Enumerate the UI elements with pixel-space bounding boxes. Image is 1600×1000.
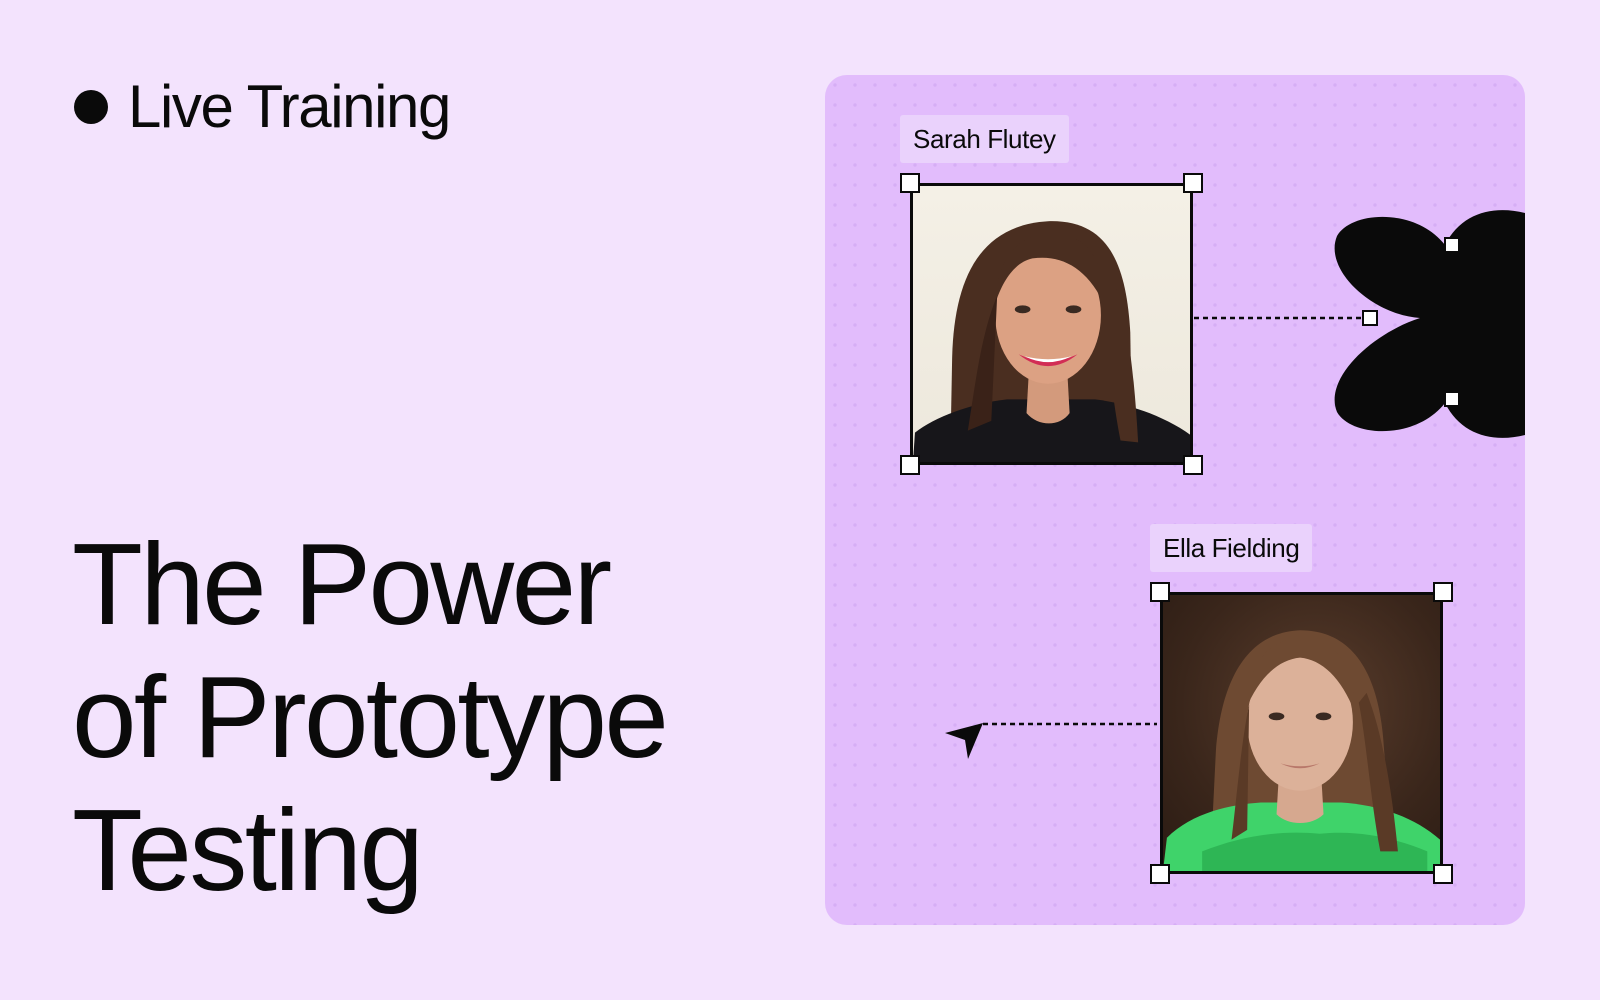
portrait-illustration — [913, 221, 1190, 462]
resize-handle-bottom-right[interactable] — [1433, 864, 1453, 884]
resize-handle-bottom-left[interactable] — [900, 455, 920, 475]
headline-line-2: of Prototype — [72, 652, 669, 782]
headline-line-1: The Power — [72, 519, 612, 649]
live-dot-icon — [74, 90, 108, 124]
resize-handle-top-left[interactable] — [900, 173, 920, 193]
speaker-name-tag: Ella Fielding — [1150, 524, 1313, 572]
badge-label: Live Training — [128, 73, 451, 140]
speaker-name-tag: Sarah Flutey — [900, 115, 1069, 163]
live-training-badge: Live Training — [74, 72, 451, 142]
blob-selection-handles — [1362, 237, 1460, 407]
portrait-illustration — [1163, 630, 1440, 871]
speaker-photo[interactable] — [910, 183, 1193, 465]
speaker-photo[interactable] — [1160, 592, 1443, 874]
headline-line-3: Testing — [72, 785, 424, 915]
resize-handle-bottom-right[interactable] — [1183, 455, 1203, 475]
headline: The Power of Prototype Testing — [72, 518, 792, 917]
blob-shape-icon[interactable] — [1334, 210, 1525, 438]
resize-handle-top-right[interactable] — [1433, 582, 1453, 602]
resize-handle-bottom-left[interactable] — [1150, 864, 1170, 884]
resize-handle-top-right[interactable] — [1183, 173, 1203, 193]
cursor-arrow-icon — [945, 723, 983, 759]
design-canvas: Sarah Flutey Ella Fielding — [825, 75, 1525, 925]
resize-handle-top-left[interactable] — [1150, 582, 1170, 602]
